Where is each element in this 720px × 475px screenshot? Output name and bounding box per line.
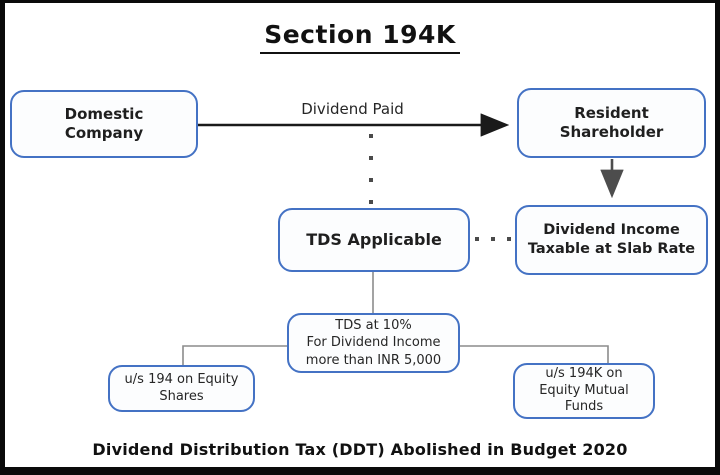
node-tds-rate-detail-label: TDS at 10% For Dividend Income more than… [305,317,442,368]
branch-right-line [459,345,609,363]
node-us-194k-equity-mf: u/s 194K on Equity Mutual Funds [513,363,655,419]
title-wrap: Section 194K [0,20,720,54]
frame-top [0,0,720,3]
page-title: Section 194K [260,20,460,54]
node-tds-applicable: TDS Applicable [278,208,470,272]
node-domestic-company-label: Domestic Company [64,104,144,143]
frame-right [715,0,720,475]
node-resident-shareholder-label: Resident Shareholder [559,103,664,142]
node-domestic-company: Domestic Company [10,90,198,158]
node-resident-shareholder: Resident Shareholder [517,88,706,158]
frame-bottom [0,467,720,475]
node-us-194-equity-shares: u/s 194 on Equity Shares [108,365,255,412]
node-us-194-equity-shares-label: u/s 194 on Equity Shares [124,371,239,404]
frame-left [0,0,5,475]
node-tds-applicable-label: TDS Applicable [306,229,442,249]
node-tds-rate-detail: TDS at 10% For Dividend Income more than… [287,313,460,373]
edge-label-dividend-paid: Dividend Paid [301,100,404,118]
node-dividend-income-slab: Dividend Income Taxable at Slab Rate [515,205,708,275]
footer-caption: Dividend Distribution Tax (DDT) Abolishe… [92,440,628,459]
node-us-194k-equity-mf-label: u/s 194K on Equity Mutual Funds [539,365,629,415]
node-dividend-income-slab-label: Dividend Income Taxable at Slab Rate [527,222,696,257]
branch-left-line [182,345,288,365]
